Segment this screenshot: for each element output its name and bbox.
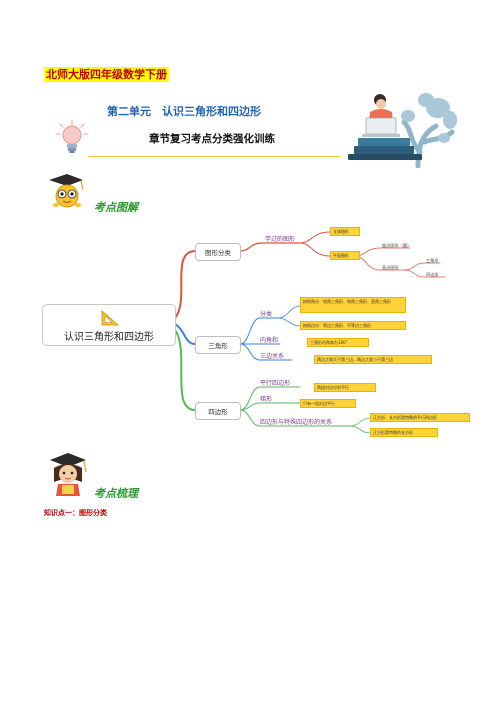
tag-quad-relation-2: 正方形是特殊的长方形: [370, 428, 438, 437]
branch-line-triangle: [174, 323, 196, 345]
unit-title: 第二单元 认识三角形和四边形: [107, 105, 261, 118]
chapter-subtitle: 章节复习考点分类强化训练: [149, 133, 275, 145]
node-quadrilateral: 四边形: [195, 402, 241, 420]
label-parallelogram: 平行四边形: [260, 380, 291, 387]
branch-line-quad: [174, 329, 196, 411]
tag-angle-sum: 三角形内角和为180°: [307, 338, 369, 347]
label-angle-sum: 内角和: [260, 337, 279, 344]
label-side-relation: 三边关系: [260, 353, 285, 360]
label-trapezoid: 梯形: [260, 396, 273, 403]
text-triangle-leaf: 三角形: [426, 258, 439, 263]
mindmap-root-node: 认识三角形和四边形: [42, 304, 176, 346]
tag-classify-by-angle: 按照角分：锐角三角形、钝角三角形、直角三角形: [300, 297, 406, 313]
tag-parallelogram-def: 两组对边分别平行: [314, 383, 376, 392]
map-section-title: 考点图解: [94, 201, 138, 214]
text-straight-shapes: 直边图形: [382, 265, 399, 270]
summary-section-title: 考点梳理: [94, 487, 138, 500]
graduate-mascot-icon: [43, 172, 87, 212]
label-learned-shapes: 学过的图形: [265, 236, 296, 243]
knowledge-point-1: 知识点一：图形分类: [44, 509, 107, 517]
tag-classify-by-side: 按照边分：等边三角形、不等边三角形: [300, 321, 406, 330]
tag-quad-relation-1: 正方形、长方形是特殊的平行四边形: [370, 413, 470, 422]
graduate-girl-mascot-icon: [46, 452, 90, 498]
label-triangle-classify: 分类: [260, 311, 273, 318]
reading-person-illustration: [340, 86, 458, 169]
node-triangle: 三角形: [195, 336, 241, 354]
lightbulb-icon: [55, 118, 89, 156]
text-quad-leaf: 四边形: [426, 272, 439, 277]
root-label: 认识三角形和四边形: [64, 332, 154, 343]
tag-trapezoid-def: 只有一组对边平行: [300, 399, 356, 408]
tag-plane-shapes: 平面图形: [330, 251, 360, 260]
grade-title: 北师大版四年级数学下册: [44, 67, 169, 82]
title-underline: [88, 156, 340, 157]
label-quad-relation: 四边形与特殊四边形的关系: [260, 419, 333, 426]
triangle-ruler-icon: [101, 310, 120, 329]
tag-solid-shapes: 立体图形: [330, 227, 360, 236]
node-shape-classification: 图形分类: [195, 243, 241, 261]
text-curve-shapes: 曲边图形（圆）: [382, 243, 412, 248]
branch-line-shapes: [174, 250, 196, 319]
tag-side-relation: 两边之和大于第三边，两边之差小于第三边: [314, 355, 432, 364]
